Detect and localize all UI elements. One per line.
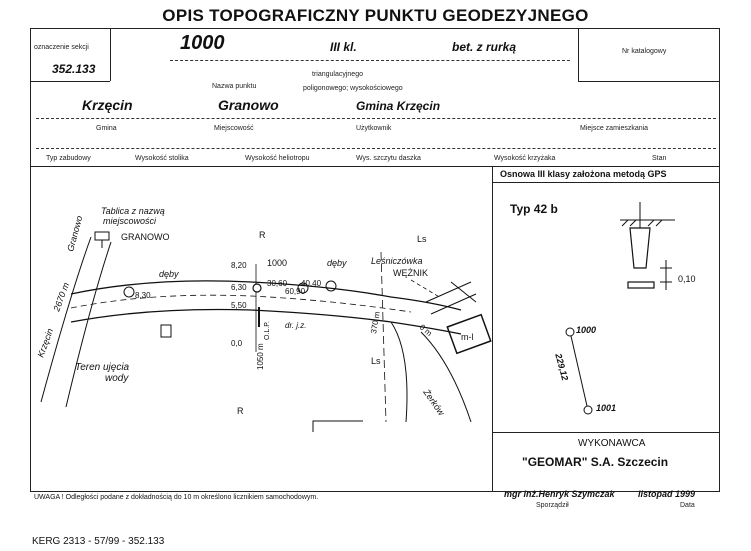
- distance-label: 8,20: [231, 261, 247, 270]
- kerg-code: KERG 2313 - 57/99 - 352.133: [32, 536, 165, 547]
- weznik-label: WĘŻNIK: [393, 268, 428, 278]
- dotted-line: [36, 118, 716, 119]
- wysokosc-krzyzaka-label: Wysokość krzyżaka: [494, 155, 556, 162]
- kind-name-label: Nazwa punktu: [212, 83, 257, 90]
- road-direction: Żerków: [421, 387, 447, 418]
- divider: [30, 166, 720, 167]
- divider: [30, 81, 110, 82]
- wysokosc-stolika-label: Wysokość stolika: [135, 155, 189, 162]
- zamieszkania-label: Miejsce zamieszkania: [580, 125, 649, 132]
- page-title: OPIS TOPOGRAFICZNY PUNKTU GEODEZYJNEGO: [162, 6, 589, 25]
- distance-label: 60,90: [285, 287, 306, 296]
- uzytkownik-label: Użytkownik: [356, 125, 392, 132]
- kind-poligon: poligonowego; wysokościowego: [303, 85, 403, 92]
- section-label: oznaczenie sekcji: [34, 44, 89, 51]
- gps-point-2: 1001: [596, 403, 617, 413]
- tablica-label-2: miejscowości: [103, 216, 157, 226]
- region-label: R: [237, 406, 244, 416]
- region-label: R: [259, 230, 266, 240]
- tablica-label: Tablica z nazwą: [101, 206, 165, 216]
- building-label: m-l: [461, 332, 474, 342]
- sporzadzil-label: Sporządził: [536, 502, 569, 509]
- osnowa-label: Osnowa III klasy założona metodą GPS: [500, 169, 667, 179]
- distance-label: 30,60: [267, 279, 288, 288]
- wysokosc-heliotropu-label: Wysokość heliotropu: [245, 155, 310, 162]
- forest-label: Ls: [371, 356, 381, 366]
- stan-label: Stan: [652, 155, 667, 162]
- divider: [492, 166, 493, 492]
- gps-point-1: 1000: [576, 325, 597, 335]
- data-label: Data: [680, 502, 695, 509]
- north-symbol: Z: [279, 431, 288, 432]
- road-distance: 2670 m: [51, 281, 71, 314]
- gmina-value: Krzęcin: [82, 97, 133, 113]
- divider: [492, 182, 720, 183]
- distance-label: 6,30: [231, 283, 247, 292]
- divider: [578, 81, 720, 82]
- section-value: 352.133: [52, 62, 96, 76]
- typ-zabudowy-label: Typ zabudowy: [46, 155, 91, 162]
- distance-label: 0,0: [231, 339, 243, 348]
- uwaga-note: UWAGA ! Odległości podane z dokładnością…: [34, 494, 319, 501]
- company-name: "GEOMAR" S.A. Szczecin: [522, 455, 669, 469]
- gmina-label: Gmina: [96, 125, 117, 132]
- catalog-label: Nr katalogowy: [622, 48, 667, 55]
- topographic-sketch: Tablica z nazwą miejscowości GRANOWO R R…: [35, 206, 492, 432]
- road-direction: Krzęcin: [35, 327, 55, 359]
- point-number: 1000: [180, 32, 225, 54]
- wykonawca-label: WYKONAWCA: [578, 438, 646, 449]
- kind-triangulation: triangulacyjnego: [312, 71, 363, 78]
- dim-label: 0,10: [678, 274, 696, 284]
- date-value: listopad 1999: [638, 489, 696, 499]
- tablica-label-3: GRANOWO: [121, 232, 170, 242]
- dotted-line: [36, 148, 716, 149]
- distance-label: 0 m: [418, 323, 434, 339]
- teren-label-2: wody: [105, 373, 129, 384]
- wys-szczytu-label: Wys. szczytu daszka: [356, 155, 421, 162]
- road-distance: 370 m: [369, 311, 382, 335]
- point-number-label: 1000: [267, 258, 287, 268]
- divider: [578, 28, 579, 81]
- divider: [110, 28, 111, 81]
- point-type: bet. z rurką: [452, 40, 517, 54]
- gps-baseline: [565, 327, 593, 415]
- point-class: III kl.: [330, 40, 357, 54]
- miejscowosc-label: Miejscowość: [214, 125, 254, 132]
- forest-label: Ls: [417, 234, 427, 244]
- typ-label: Typ 42 b: [510, 202, 558, 216]
- author-name: mgr inż.Henryk Szymczak: [504, 489, 615, 499]
- description-frame: [30, 28, 720, 492]
- lesniczowka-label: Leśniczówka: [371, 256, 423, 266]
- benchmark-diagram: [620, 202, 675, 290]
- distance-label: 5,50: [231, 301, 247, 310]
- road-distance: 1050 m: [256, 343, 265, 370]
- teren-label: Teren ujęcia: [75, 362, 130, 373]
- deby-label: dęby: [159, 269, 179, 279]
- miejscowosc-value: Granowo: [218, 97, 279, 113]
- dotted-line: [170, 60, 570, 61]
- distance-label: 8,30: [135, 291, 151, 300]
- divider: [492, 432, 720, 433]
- road-label: dr. j.z.: [285, 321, 306, 330]
- arrow-label: O.L.P.: [264, 321, 271, 340]
- uzytkownik-value: Gmina Krzęcin: [356, 99, 441, 113]
- road-direction: Granowo: [65, 215, 84, 253]
- deby-label: dęby: [327, 258, 347, 268]
- distance-label: 40,40: [301, 279, 322, 288]
